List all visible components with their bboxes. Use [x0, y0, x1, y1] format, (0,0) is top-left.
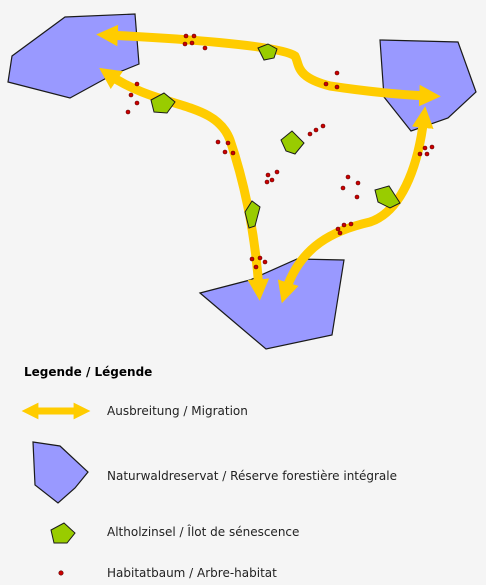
- migration-arrows: [96, 24, 441, 304]
- island-mid-left: [244, 200, 261, 229]
- legend-label-senescence: Altholzinsel / Îlot de sénescence: [107, 525, 300, 539]
- arrow-right: [277, 106, 434, 304]
- legend-label-reserve: Naturwaldreservat / Réserve forestière i…: [107, 469, 398, 483]
- arrow-top: [96, 24, 441, 107]
- legend-title: Legende / Légende: [24, 365, 153, 379]
- island-center: [280, 130, 305, 155]
- habitat-trees: [125, 33, 435, 270]
- senescence-islands: [150, 43, 401, 229]
- arrow-left: [99, 67, 270, 301]
- island-right: [374, 185, 401, 209]
- island-top: [257, 43, 278, 61]
- legend-label-migration: Ausbreitung / Migration: [107, 404, 248, 418]
- habitat-tree-dot-icon: [58, 570, 64, 576]
- legend-icons: [21, 402, 91, 576]
- senescence-island-icon: [50, 522, 76, 544]
- reserve-polygon-icon: [32, 441, 89, 504]
- legend-label-habitat-tree: Habitatbaum / Arbre-habitat: [107, 566, 277, 580]
- reserve-bottom: [198, 258, 345, 350]
- island-left: [150, 92, 176, 114]
